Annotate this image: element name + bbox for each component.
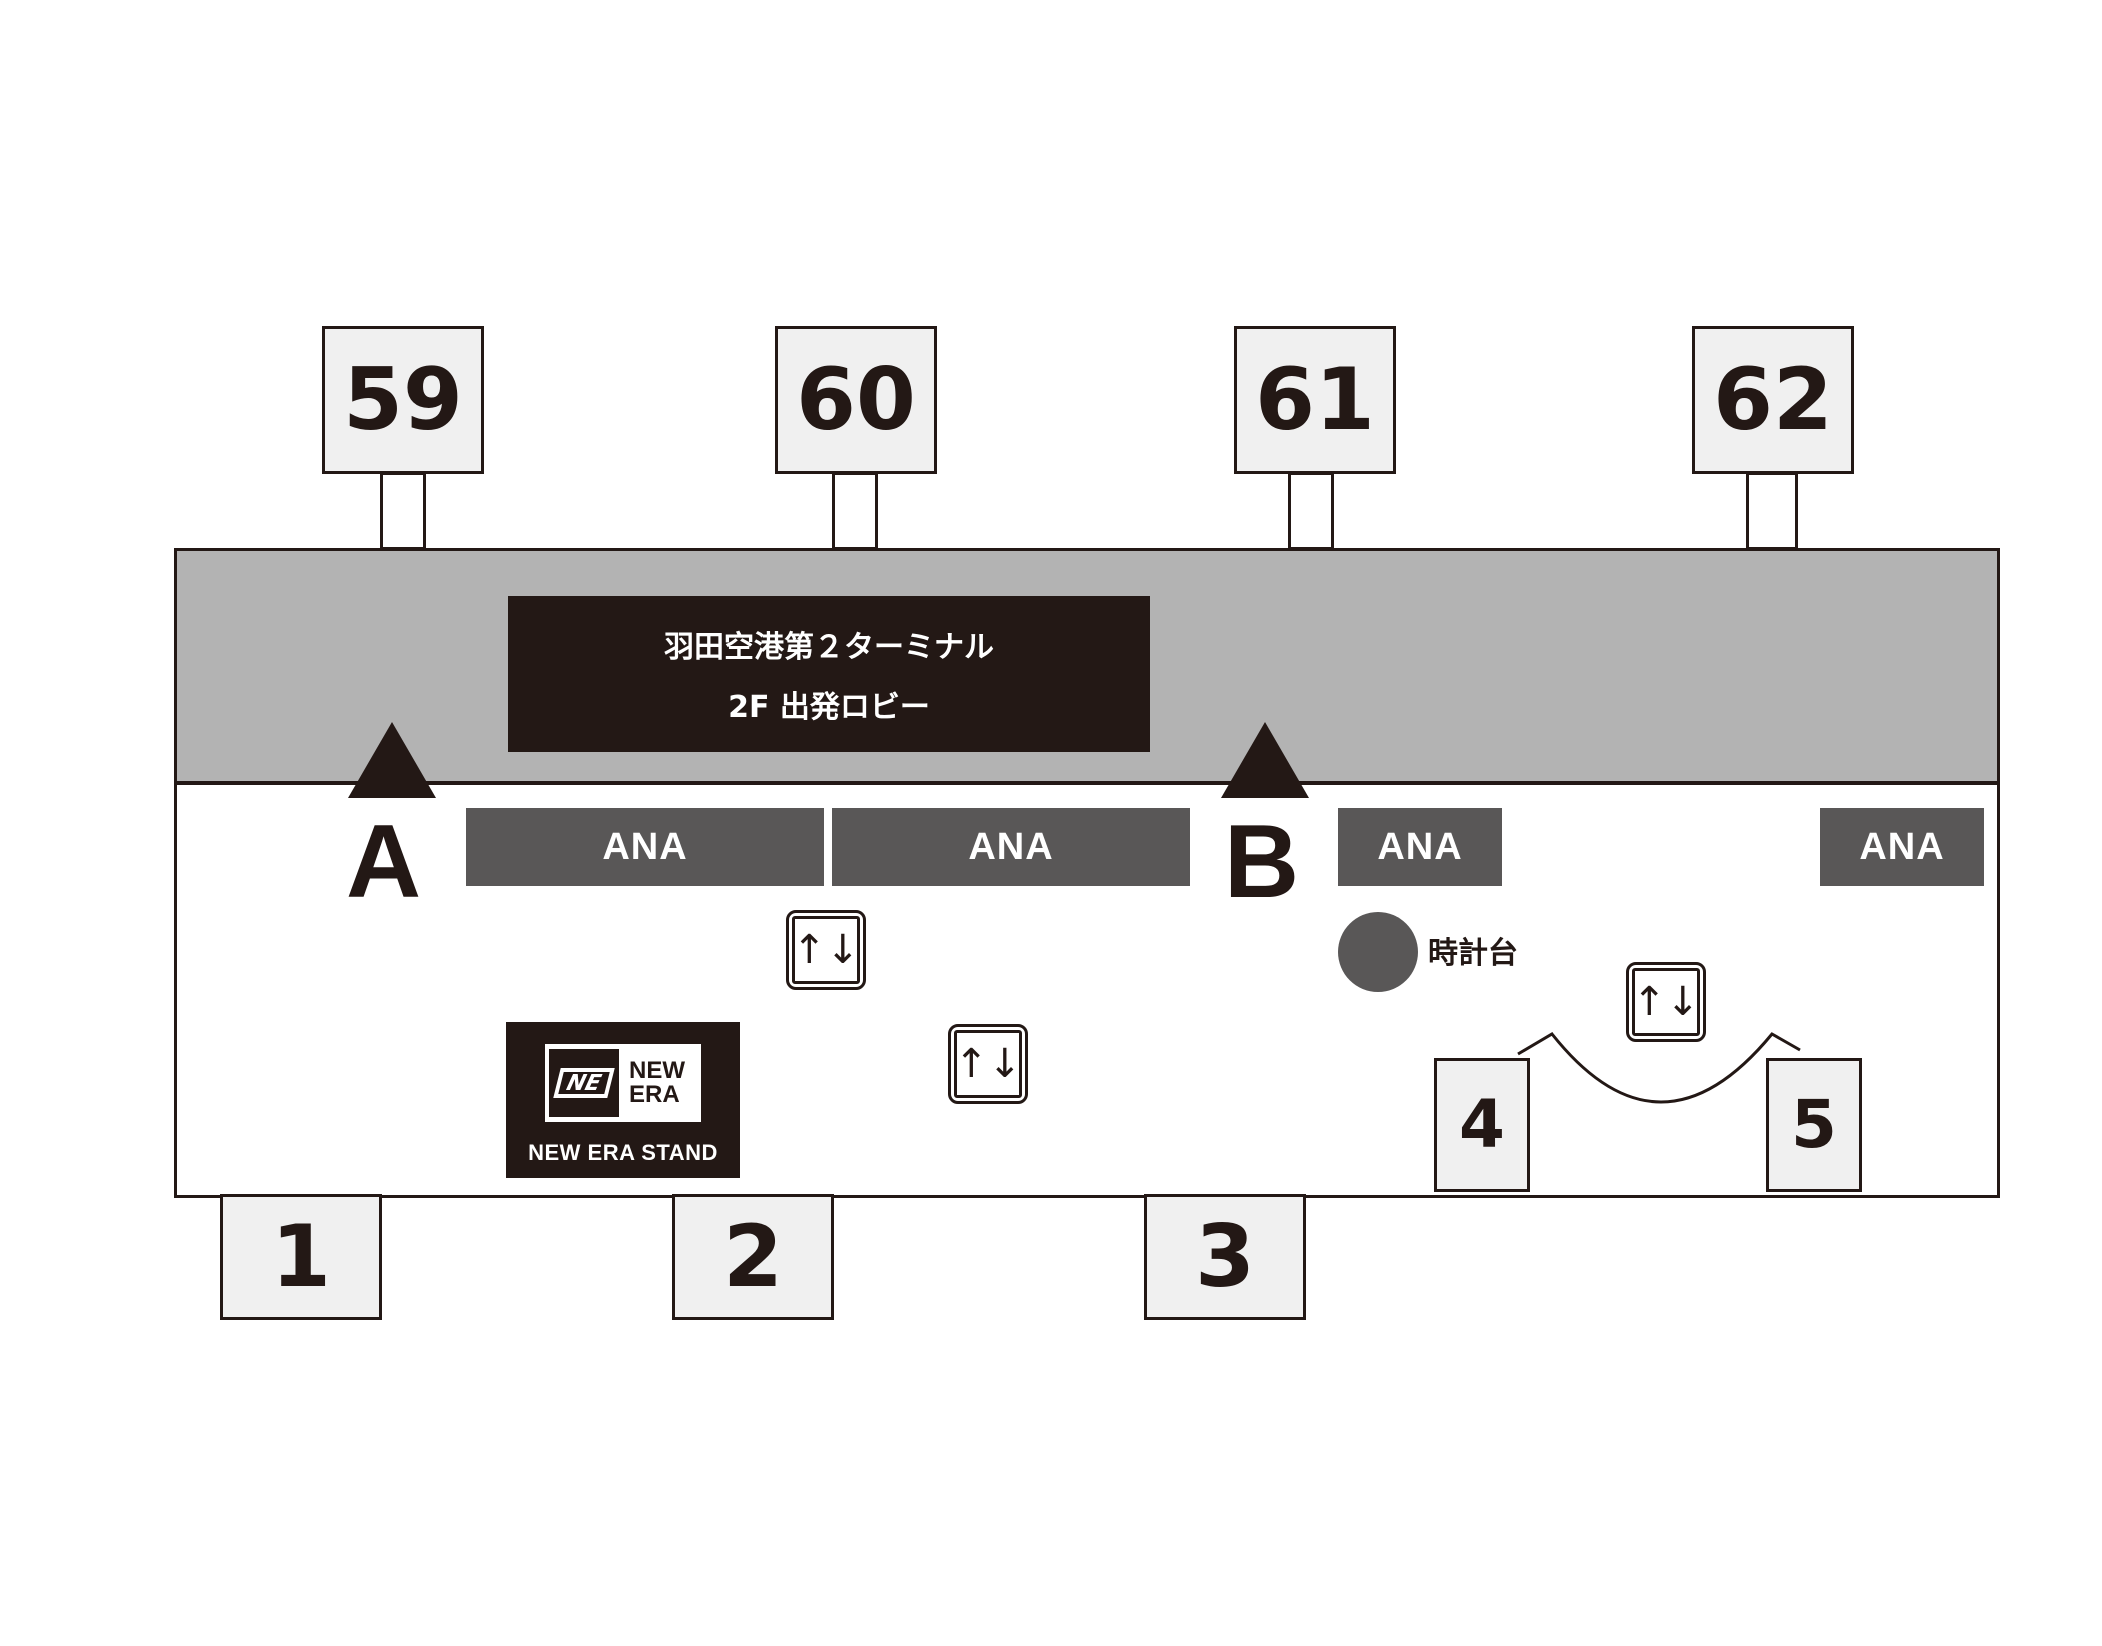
entrance-a-arrow-icon: [348, 722, 436, 798]
new-era-word-2: ERA: [629, 1081, 680, 1108]
gate-62-bridge: [1746, 472, 1798, 550]
exit-3-label: 3: [1195, 1207, 1255, 1307]
escalator-3: ↑↓: [1626, 962, 1706, 1042]
escalator-icon: ↑↓: [792, 916, 860, 984]
new-era-word-1: NEW: [629, 1057, 685, 1084]
exit-2-label: 2: [723, 1207, 783, 1307]
exit-4-label: 4: [1459, 1086, 1505, 1163]
escalator-icon: ↑↓: [1632, 968, 1700, 1036]
terminal-title-box: 羽田空港第２ターミナル 2F 出発ロビー: [508, 596, 1150, 752]
exit-1-label: 1: [271, 1207, 331, 1307]
escalator-2: ↑↓: [948, 1024, 1028, 1104]
gate-60-bridge: [832, 472, 878, 550]
gate-61-bridge: [1288, 472, 1334, 550]
exit-2: 2: [672, 1194, 834, 1320]
entrance-b-label: B: [1224, 804, 1300, 920]
gate-61-label: 61: [1255, 350, 1375, 450]
exit-3: 3: [1144, 1194, 1306, 1320]
new-era-wordmark: NEW ERA: [629, 1059, 685, 1107]
new-era-flag-icon: NE: [549, 1049, 619, 1117]
ana-counter-2: ANA: [832, 808, 1190, 886]
terminal-name: 羽田空港第２ターミナル: [664, 630, 994, 665]
exit-5-label: 5: [1791, 1086, 1837, 1163]
clock-tower-label: 時計台: [1428, 936, 1518, 971]
ana-counter-3: ANA: [1338, 808, 1502, 886]
clock-tower-icon: [1338, 912, 1418, 992]
entrance-a-label: A: [346, 804, 422, 920]
gate-59: 59: [322, 326, 484, 474]
entrance-b-arrow-icon: [1221, 722, 1309, 798]
new-era-stand: NE NEW ERA NEW ERA STAND: [506, 1022, 740, 1178]
gate-60: 60: [775, 326, 937, 474]
ana-counter-4: ANA: [1820, 808, 1984, 886]
floor-name: 2F 出発ロビー: [728, 690, 930, 725]
exit-5: 5: [1766, 1058, 1862, 1192]
escalator-1: ↑↓: [786, 910, 866, 990]
new-era-flag-text: NE: [553, 1068, 615, 1098]
gate-59-bridge: [380, 472, 426, 550]
new-era-stand-name: NEW ERA STAND: [528, 1140, 718, 1165]
gate-61: 61: [1234, 326, 1396, 474]
gate-60-label: 60: [796, 350, 916, 450]
escalator-icon: ↑↓: [954, 1030, 1022, 1098]
gate-59-label: 59: [343, 350, 463, 450]
gate-62-label: 62: [1713, 350, 1833, 450]
exit-4: 4: [1434, 1058, 1530, 1192]
ana-counter-1: ANA: [466, 808, 824, 886]
walkway-curve: [1517, 1032, 1801, 1104]
gate-62: 62: [1692, 326, 1854, 474]
exit-1: 1: [220, 1194, 382, 1320]
new-era-logo: NE NEW ERA: [545, 1044, 701, 1122]
